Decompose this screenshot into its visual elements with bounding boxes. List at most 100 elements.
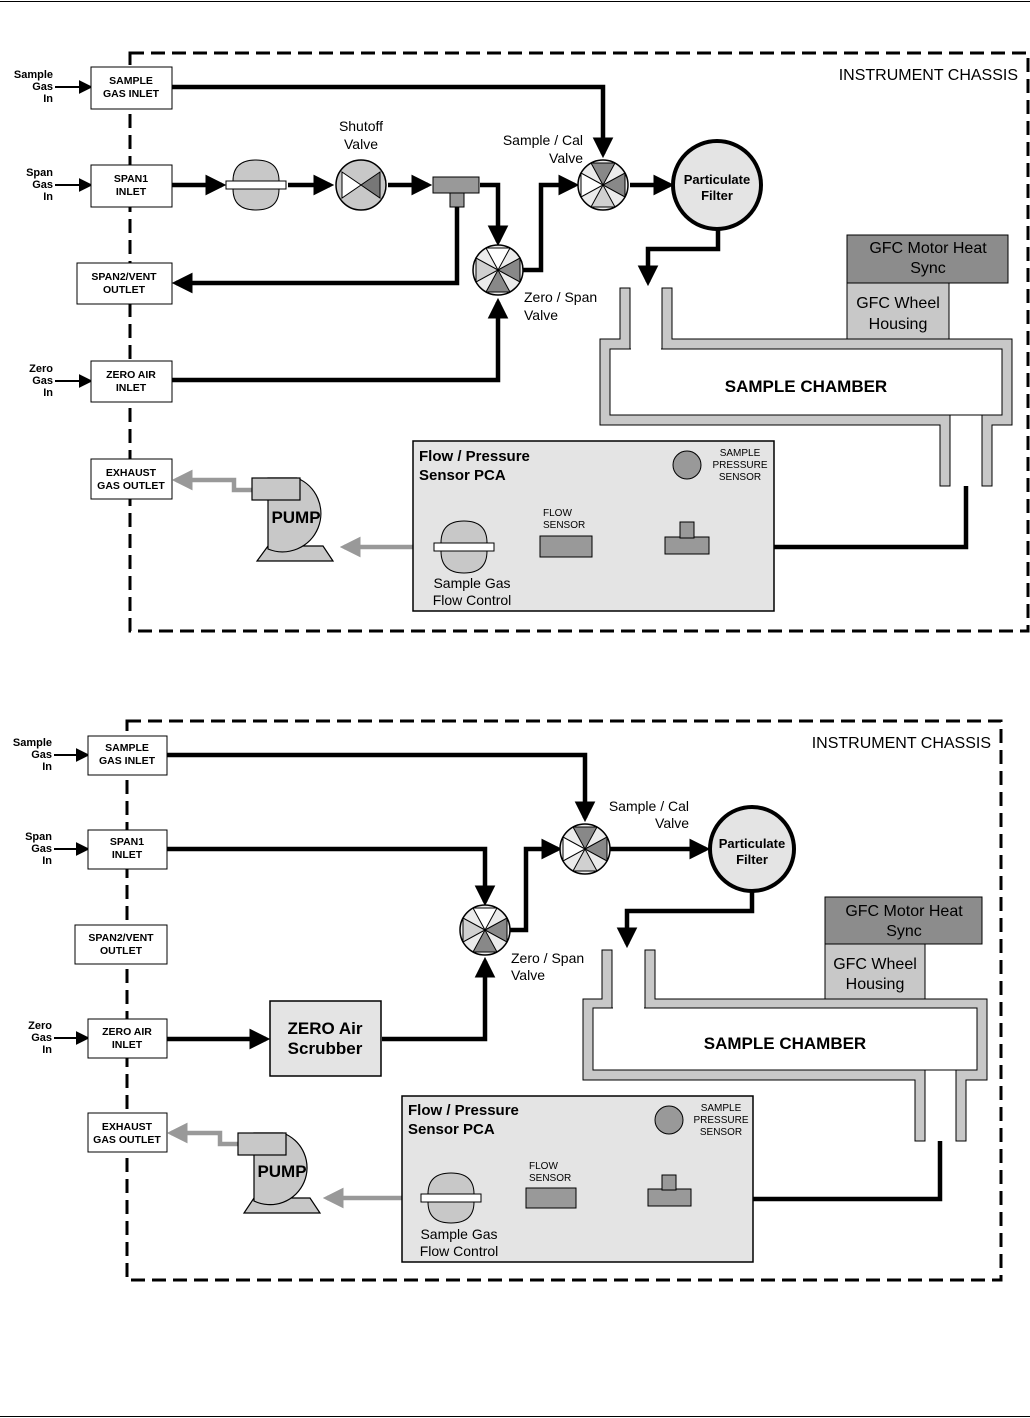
svg-text:SAMPLE: SAMPLE xyxy=(105,742,149,754)
svg-text:Particulate: Particulate xyxy=(684,172,750,187)
svg-text:Scrubber: Scrubber xyxy=(288,1039,363,1058)
pump-icon: PUMP xyxy=(251,477,335,562)
sample-cal-valve-icon: Sample / Cal Valve xyxy=(559,798,689,875)
svg-text:OUTLET: OUTLET xyxy=(100,945,143,957)
sample-chamber: SAMPLE CHAMBER xyxy=(599,287,1013,487)
svg-text:SPAN2/VENT: SPAN2/VENT xyxy=(91,271,157,283)
zero-air-inlet-port: ZERO AIR INLET xyxy=(87,1018,168,1059)
zero-gas-in-label: Zero Gas In xyxy=(28,1020,52,1056)
instrument-chassis-border xyxy=(128,51,1030,633)
orifice-icon xyxy=(225,159,287,211)
svg-text:SENSOR: SENSOR xyxy=(719,472,761,483)
sample-gas-flow-control: Sample Gas Flow Control xyxy=(433,520,512,608)
svg-text:Valve: Valve xyxy=(549,150,583,166)
svg-text:INLET: INLET xyxy=(116,382,147,394)
svg-text:Filter: Filter xyxy=(701,188,733,203)
particulate-filter-icon: Particulate Filter xyxy=(708,805,796,893)
svg-text:Shutoff: Shutoff xyxy=(339,118,383,134)
svg-text:EXHAUST: EXHAUST xyxy=(106,467,157,479)
svg-text:Particulate: Particulate xyxy=(719,836,785,851)
diagram-1: INSTRUMENT CHASSIS Sample Gas In Span Ga… xyxy=(14,51,1030,633)
sample-gas-flow-control: Sample Gas Flow Control xyxy=(420,1172,498,1259)
svg-text:GFC Motor Heat: GFC Motor Heat xyxy=(869,240,987,257)
svg-text:GAS INLET: GAS INLET xyxy=(99,755,156,767)
svg-text:FLOW: FLOW xyxy=(529,1161,558,1172)
sample-chamber: SAMPLE CHAMBER xyxy=(582,949,988,1142)
top-rule xyxy=(0,1,1030,2)
zero-gas-in-label: Zero Gas In xyxy=(29,363,53,399)
svg-text:ZERO AIR: ZERO AIR xyxy=(102,1026,152,1038)
pump-icon: PUMP xyxy=(237,1132,322,1214)
svg-text:SAMPLE: SAMPLE xyxy=(701,1103,742,1114)
svg-text:Sync: Sync xyxy=(910,260,946,277)
span2-vent-outlet-port: SPAN2/VENT OUTLET xyxy=(76,262,173,305)
zero-span-valve-icon: Zero / Span Valve xyxy=(459,904,584,983)
svg-text:Gas: Gas xyxy=(32,375,53,387)
svg-text:Sync: Sync xyxy=(886,923,922,940)
instrument-chassis-border xyxy=(125,719,1003,1282)
svg-text:FLOW: FLOW xyxy=(543,508,572,519)
sample-cal-valve-icon: Sample / Cal Valve xyxy=(503,132,629,211)
svg-text:Flow / Pressure: Flow / Pressure xyxy=(408,1102,519,1119)
svg-text:EXHAUST: EXHAUST xyxy=(102,1121,153,1133)
svg-text:GFC Wheel: GFC Wheel xyxy=(833,956,917,973)
svg-text:Flow Control: Flow Control xyxy=(433,592,512,608)
gfc-wheel-housing: GFC Wheel Housing xyxy=(824,943,926,1000)
svg-text:SPAN2/VENT: SPAN2/VENT xyxy=(88,932,154,944)
svg-text:Housing: Housing xyxy=(846,976,905,993)
svg-text:Zero: Zero xyxy=(28,1020,52,1032)
pressure-tee-icon xyxy=(647,1174,692,1207)
span2-vent-outlet-port: SPAN2/VENT OUTLET xyxy=(74,924,168,965)
svg-text:Gas: Gas xyxy=(31,749,52,761)
svg-text:Gas: Gas xyxy=(32,81,53,93)
svg-text:ZERO AIR: ZERO AIR xyxy=(106,369,156,381)
svg-text:In: In xyxy=(43,93,53,105)
zero-air-scrubber: ZERO Air Scrubber xyxy=(269,1000,382,1077)
svg-text:In: In xyxy=(43,191,53,203)
svg-text:GAS INLET: GAS INLET xyxy=(103,88,160,100)
zero-air-inlet-port: ZERO AIR INLET xyxy=(90,360,173,403)
gfc-motor-heat-sync: GFC Motor Heat Sync xyxy=(824,896,983,945)
svg-text:Sensor PCA: Sensor PCA xyxy=(408,1121,495,1138)
svg-text:ZERO Air: ZERO Air xyxy=(288,1019,363,1038)
svg-text:Gas: Gas xyxy=(32,179,53,191)
svg-text:In: In xyxy=(42,855,52,867)
svg-text:SPAN1: SPAN1 xyxy=(114,173,148,185)
svg-text:PRESSURE: PRESSURE xyxy=(712,460,767,471)
shutoff-valve-icon: Shutoff Valve xyxy=(335,118,387,211)
particulate-filter-icon: Particulate Filter xyxy=(671,139,763,231)
span1-inlet-port: SPAN1 INLET xyxy=(90,164,173,208)
zero-span-valve-icon: Zero / Span Valve xyxy=(472,244,597,323)
svg-text:PRESSURE: PRESSURE xyxy=(693,1115,748,1126)
svg-text:Zero: Zero xyxy=(29,363,53,375)
gfc-motor-heat-sync: GFC Motor Heat Sync xyxy=(846,234,1009,284)
sample-pressure-sensor: SAMPLE PRESSURE SENSOR xyxy=(654,1103,749,1138)
svg-text:PUMP: PUMP xyxy=(257,1162,306,1181)
instrument-chassis-label: INSTRUMENT CHASSIS xyxy=(839,67,1018,84)
svg-text:In: In xyxy=(42,1044,52,1056)
bottom-rule xyxy=(0,1416,1030,1417)
svg-text:Sample Gas: Sample Gas xyxy=(433,575,510,591)
svg-text:SENSOR: SENSOR xyxy=(700,1127,742,1138)
svg-text:In: In xyxy=(43,387,53,399)
svg-text:INLET: INLET xyxy=(112,849,143,861)
svg-text:Sample: Sample xyxy=(13,737,52,749)
svg-text:SAMPLE: SAMPLE xyxy=(720,448,761,459)
svg-text:Sample / Cal: Sample / Cal xyxy=(609,798,689,814)
svg-text:Flow / Pressure: Flow / Pressure xyxy=(419,448,530,465)
sample-gas-in-label: Sample Gas In xyxy=(14,69,53,105)
gfc-wheel-housing: GFC Wheel Housing xyxy=(846,282,950,341)
svg-text:GFC Wheel: GFC Wheel xyxy=(856,295,940,312)
svg-text:GAS OUTLET: GAS OUTLET xyxy=(93,1134,161,1146)
svg-text:Span: Span xyxy=(26,167,53,179)
svg-text:SPAN1: SPAN1 xyxy=(110,836,144,848)
svg-text:Valve: Valve xyxy=(511,967,545,983)
svg-text:Gas: Gas xyxy=(31,843,52,855)
flow-lines-2 xyxy=(167,752,943,1210)
sample-gas-inlet-port: SAMPLE GAS INLET xyxy=(90,66,173,110)
diagram-2: INSTRUMENT CHASSIS Sample Gas In Span Ga… xyxy=(13,719,1003,1282)
svg-text:PUMP: PUMP xyxy=(271,508,320,527)
svg-text:INLET: INLET xyxy=(112,1039,143,1051)
svg-text:SAMPLE: SAMPLE xyxy=(109,75,153,87)
